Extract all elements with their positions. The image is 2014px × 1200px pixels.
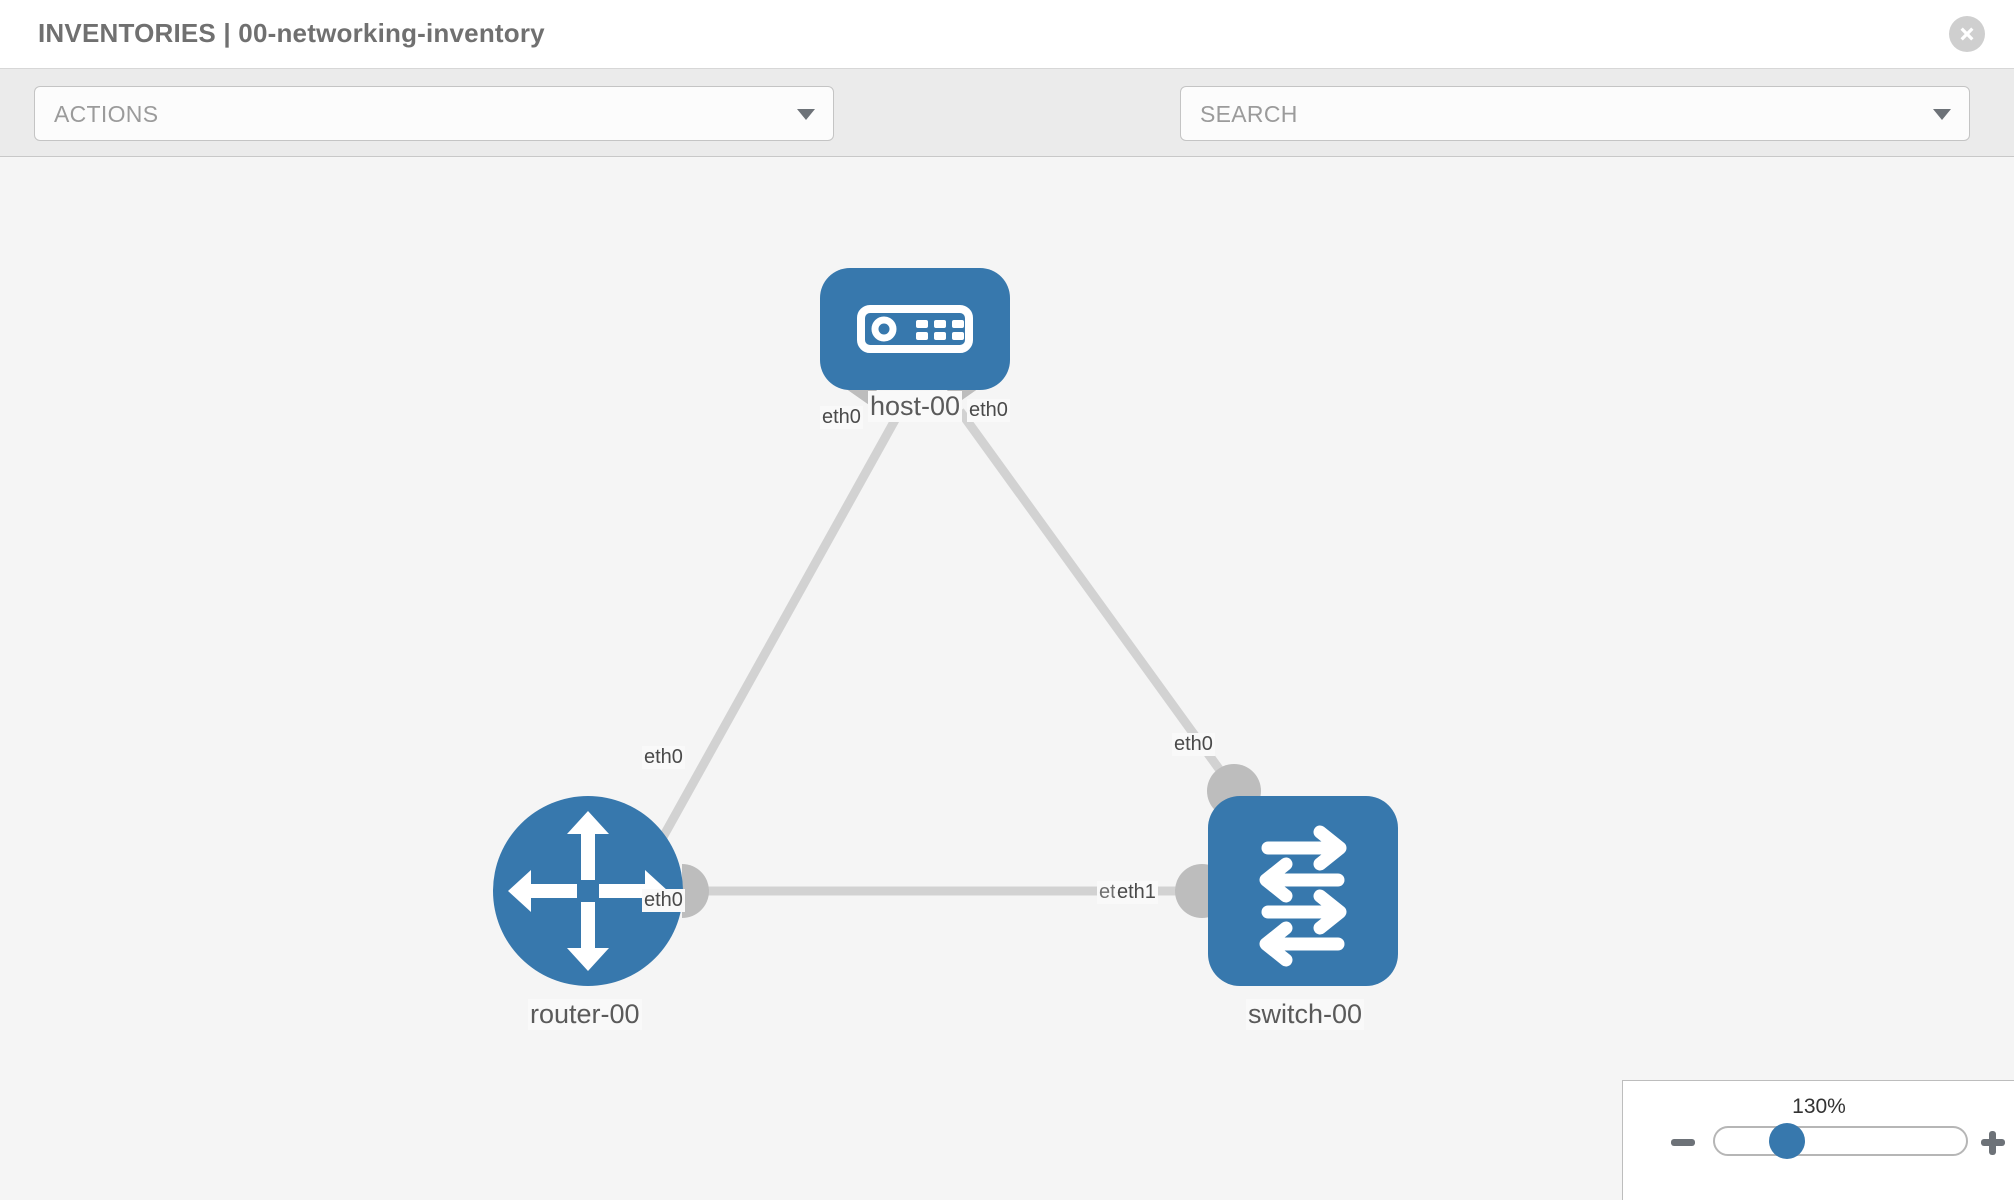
zoom-in-button-vertical[interactable] xyxy=(1989,1131,1996,1155)
switch-arrows-icon xyxy=(1208,796,1398,986)
zoom-slider-thumb[interactable] xyxy=(1769,1123,1805,1159)
actions-dropdown[interactable]: ACTIONS xyxy=(34,86,834,141)
close-button[interactable] xyxy=(1949,16,1985,52)
search-placeholder: SEARCH xyxy=(1200,101,1298,127)
node-router-00[interactable] xyxy=(493,796,683,991)
iface-label-host-left: eth0 xyxy=(820,406,863,429)
connector-router-right[interactable] xyxy=(682,864,709,918)
link-host-switch[interactable] xyxy=(956,408,1239,794)
node-label-switch-00: switch-00 xyxy=(1246,999,1365,1030)
iface-label-router-up: eth0 xyxy=(642,746,685,769)
iface-label-host-right: eth0 xyxy=(967,399,1010,422)
node-switch-00[interactable] xyxy=(1208,796,1398,991)
topology-canvas[interactable]: host-00 eth0 eth0 router-00 eth0 et xyxy=(0,158,2014,1200)
actions-dropdown-label: ACTIONS xyxy=(54,101,159,127)
chevron-down-icon xyxy=(797,109,815,120)
router-arrows-icon xyxy=(493,796,683,986)
search-input[interactable]: SEARCH xyxy=(1180,86,1970,141)
link-router-host[interactable] xyxy=(629,408,904,894)
zoom-out-button[interactable] xyxy=(1671,1139,1695,1146)
iface-label-switch-left-front: eth1 xyxy=(1115,881,1158,904)
node-label-host-00: host-00 xyxy=(868,391,963,422)
chevron-down-icon xyxy=(1933,109,1951,120)
toolbar: ACTIONS SEARCH xyxy=(0,69,2014,196)
close-icon xyxy=(1960,27,1974,41)
zoom-level-value: 130% xyxy=(1792,1095,1846,1118)
page-header: INVENTORIES | 00-networking-inventory xyxy=(0,0,2014,69)
iface-label-switch-up: eth0 xyxy=(1172,733,1215,756)
zoom-slider-track[interactable] xyxy=(1713,1126,1968,1156)
node-label-router-00: router-00 xyxy=(528,999,642,1030)
server-icon xyxy=(820,268,1010,390)
page-title: INVENTORIES | 00-networking-inventory xyxy=(38,18,545,48)
zoom-control-panel: 130% xyxy=(1622,1080,2014,1200)
node-host-00[interactable] xyxy=(820,268,1010,408)
iface-label-router-right: eth0 xyxy=(642,889,685,912)
